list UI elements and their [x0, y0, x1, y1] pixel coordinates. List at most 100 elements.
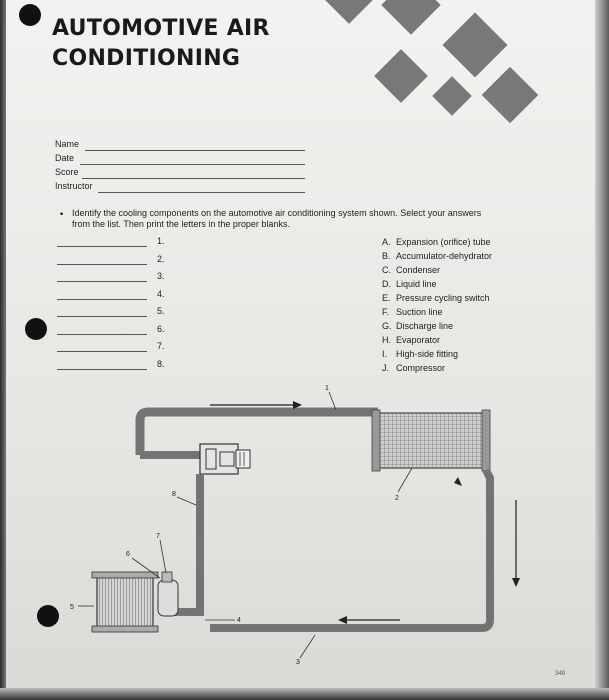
leader-line-7 [159, 539, 167, 574]
diagram-label-4: 4 [237, 617, 241, 624]
blank-number: 7. [157, 341, 165, 351]
answer-choice: I. High-side fitting [382, 349, 582, 359]
answer-letter: A. [382, 237, 391, 247]
answer-choice: G. Discharge line [382, 321, 582, 331]
answer-blank-row: 6. [57, 324, 177, 337]
score-field[interactable] [82, 178, 305, 179]
arrowhead-condenser [454, 477, 462, 486]
instruction-text: Identify the cooling components on the a… [72, 208, 542, 230]
page-shadow-bottom [0, 688, 609, 700]
diagram-label-3: 3 [296, 659, 300, 666]
answer-letter: J. [382, 363, 390, 373]
answer-choice: D. Liquid line [382, 279, 582, 289]
date-field[interactable] [80, 164, 305, 165]
page-number: 349 [555, 671, 566, 677]
blank-number: 5. [157, 306, 165, 316]
evaporator [91, 571, 159, 633]
answer-blank-row: 1. [57, 236, 177, 249]
answer-blank-row: 8. [57, 359, 177, 372]
answer-letter: D. [382, 279, 391, 289]
binder-hole-bottom [37, 605, 59, 627]
answer-letter: C. [382, 265, 391, 275]
leader-line-8 [176, 496, 197, 506]
answer-blank-field[interactable] [57, 298, 147, 300]
answer-text: Accumulator-dehydrator [396, 251, 493, 261]
answer-text: Expansion (orifice) tube [396, 237, 491, 247]
diagram-label-6: 6 [126, 551, 130, 558]
answer-text: Compressor [396, 363, 446, 373]
leader-line-2 [397, 467, 413, 493]
answer-blank-row: 3. [57, 271, 177, 284]
compressor [199, 443, 251, 475]
answer-letter: I. [382, 349, 388, 359]
flow-arrow-top [210, 401, 302, 409]
answer-blank-field[interactable] [57, 281, 147, 282]
answer-choice: B. Accumulator-dehydrator [382, 251, 582, 261]
answer-choice: A. Expansion (orifice) tube [382, 237, 582, 247]
flow-arrow-bottom [338, 616, 400, 624]
blank-number: 6. [157, 323, 165, 334]
title-line-1: AUTOMOTIVE AIR [52, 16, 270, 41]
answer-blank-field[interactable] [57, 263, 147, 265]
bullet-icon: • [60, 209, 64, 219]
answer-text: Evaporator [396, 335, 441, 345]
answer-letter: G. [382, 321, 392, 331]
answer-text: Liquid line [396, 279, 437, 289]
condenser [371, 409, 491, 472]
diagram-label-1: 1 [325, 385, 329, 392]
instruction-line-2: from the list. Then print the letters in… [72, 219, 290, 229]
name-label: Name [55, 139, 80, 149]
answer-choice: F. Suction line [382, 307, 582, 317]
answer-blank-field[interactable] [57, 316, 147, 317]
discharge-line [135, 407, 378, 455]
score-label: Score [55, 167, 79, 177]
page-shadow-right [595, 0, 609, 700]
answer-text: Pressure cycling switch [396, 293, 490, 303]
flow-arrow-right [512, 500, 520, 587]
blank-number: 8. [157, 358, 165, 369]
instruction-line-1: Identify the cooling components on the a… [72, 208, 482, 218]
answer-choice: E. Pressure cycling switch [382, 293, 582, 303]
diagram-label-7: 7 [156, 533, 160, 540]
answer-choice: H. Evaporator [382, 335, 582, 345]
answer-text: Condenser [396, 265, 441, 275]
binder-hole-top [19, 4, 41, 26]
leader-line-6 [131, 557, 161, 579]
answer-text: High-side fitting [396, 349, 459, 359]
answer-blank-field[interactable] [57, 333, 147, 335]
leader-line-1 [328, 391, 337, 411]
answer-letter: H. [382, 335, 391, 345]
diagram-label-2: 2 [395, 495, 399, 502]
answer-blank-row: 4. [57, 289, 177, 302]
answer-blank-row: 5. [57, 306, 177, 319]
instructor-field[interactable] [98, 192, 305, 193]
blank-number: 3. [157, 271, 165, 281]
blank-number: 4. [157, 288, 165, 299]
accumulator-dehydrator [157, 571, 179, 617]
answer-blank-field[interactable] [57, 246, 147, 247]
diagram-label-5: 5 [70, 604, 74, 611]
blank-number: 2. [157, 253, 165, 264]
answer-blank-field[interactable] [57, 368, 147, 370]
answer-text: Discharge line [396, 321, 454, 331]
answer-text: Suction line [396, 307, 443, 317]
blank-number: 1. [157, 236, 165, 246]
answer-blank-row: 2. [57, 254, 177, 267]
page-title: AUTOMOTIVE AIR CONDITIONING [52, 14, 312, 74]
leader-line-3 [299, 634, 316, 659]
answer-blank-field[interactable] [57, 351, 147, 352]
date-label: Date [55, 153, 75, 163]
answer-letter: E. [382, 293, 391, 303]
title-line-2: CONDITIONING [52, 46, 241, 71]
instructor-label: Instructor [55, 181, 93, 191]
answer-choice: J. Compressor [382, 363, 582, 373]
diagram-label-8: 8 [172, 491, 176, 498]
answer-letter: B. [382, 251, 391, 261]
binder-edge [0, 0, 6, 700]
binder-hole-middle [25, 318, 47, 340]
name-field[interactable] [85, 150, 305, 151]
answer-letter: F. [382, 307, 390, 317]
liquid-line [210, 468, 494, 632]
answer-blank-row: 7. [57, 341, 177, 354]
